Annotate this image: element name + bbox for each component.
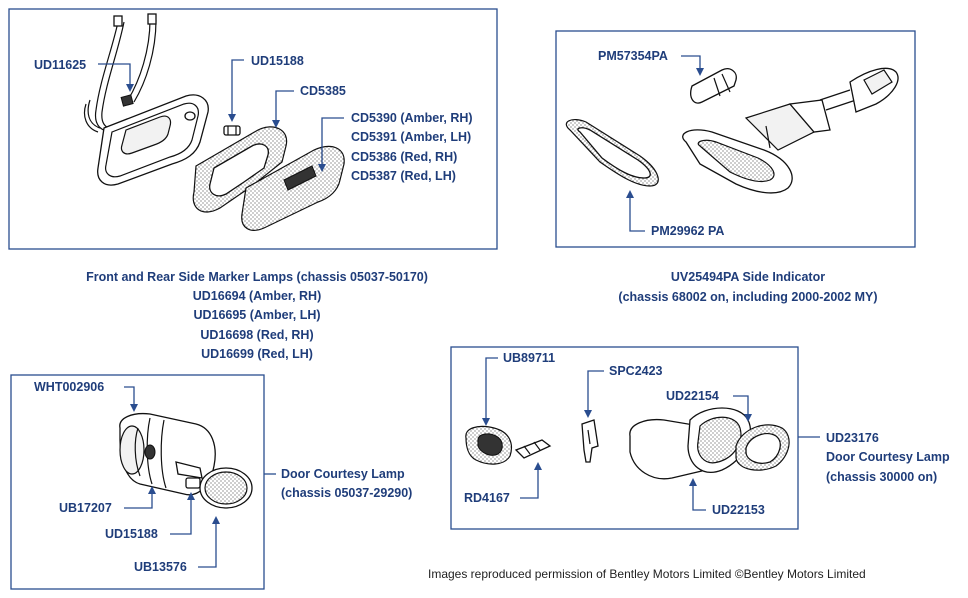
arrowhead-p4	[212, 516, 220, 524]
arrowhead-p2	[148, 486, 156, 494]
leader-p4	[321, 117, 344, 166]
lens-drawing	[241, 145, 345, 231]
label-p1: PM57354PA	[598, 49, 668, 63]
caption-line-4: UD16698 (Red, RH)	[200, 328, 313, 342]
panel-frame	[10, 374, 265, 590]
panel-frame	[8, 8, 498, 250]
label-p4: RD4167	[464, 491, 510, 505]
leader-p1	[124, 386, 135, 406]
gasket-drawing	[192, 126, 288, 213]
leader-p2	[231, 59, 244, 116]
caption-line-3: UD16695 (Amber, LH)	[193, 308, 320, 322]
caption-line-5: UD16699 (Red, LH)	[201, 347, 313, 361]
caption-line-1: UD23176	[826, 431, 879, 445]
arrowhead-p1	[482, 418, 490, 426]
leader-p1	[98, 63, 131, 86]
panel-courtesy-late: UB89711 SPC2423 UD22154 RD4167 UD22153 U…	[450, 346, 950, 530]
arrowhead-p2	[228, 114, 236, 122]
courtesy-lens-drawing	[735, 424, 790, 471]
leader-p1	[681, 55, 701, 70]
bulb-holder-drawing	[581, 419, 599, 463]
seal-drawing	[465, 425, 513, 465]
leader-p4	[520, 468, 539, 499]
label-p1: UB89711	[503, 351, 555, 365]
leader-p4	[198, 522, 217, 568]
lamp-housing-drawing	[97, 94, 209, 186]
festoon-bulb-drawing	[514, 439, 552, 459]
arrowhead-p1	[130, 404, 138, 412]
leader-p2	[587, 370, 604, 412]
leader-p3	[733, 395, 749, 416]
indicator-gasket-drawing	[565, 118, 659, 187]
label-p6: CD5386 (Red, RH)	[351, 150, 457, 164]
panel-side-marker: UD11625 UD15188 CD5385 CD5390 (Amber, RH…	[8, 8, 498, 361]
indicator-body-drawing	[682, 67, 899, 194]
arrowhead-p5	[689, 478, 697, 486]
arrowhead-p1	[696, 68, 704, 76]
label-p5: UD22153	[712, 503, 765, 517]
arrowhead-p4	[318, 164, 326, 172]
indicator-bulb-drawing	[690, 68, 737, 104]
leader-p5	[692, 484, 706, 511]
label-p1: UD11625	[34, 58, 86, 72]
caption-line-1: Door Courtesy Lamp	[281, 467, 405, 481]
caption-line-2: (chassis 68002 on, including 2000-2002 M…	[618, 290, 877, 304]
credit-text: Images reproduced permission of Bentley …	[428, 567, 866, 581]
caption-line-2: UD16694 (Amber, RH)	[193, 289, 322, 303]
label-p7: CD5387 (Red, LH)	[351, 169, 456, 183]
label-p1: WHT002906	[34, 380, 104, 394]
label-p3: UD22154	[666, 389, 719, 403]
caption-line-1: Front and Rear Side Marker Lamps (chassi…	[86, 270, 428, 284]
panel-side-indicator: PM57354PA PM29962 PA UV25494PA Side Indi…	[555, 30, 916, 304]
label-p2: PM29962 PA	[651, 224, 724, 238]
panel-frame	[555, 30, 916, 248]
caption-line-1: UV25494PA Side Indicator	[671, 270, 825, 284]
label-p3: CD5385	[300, 84, 346, 98]
label-p4: UB13576	[134, 560, 187, 574]
courtesy-housing-drawing	[629, 407, 752, 480]
leader-p3	[170, 498, 192, 535]
courtesy-lamp-early-drawing	[119, 412, 253, 509]
leader-p1	[485, 357, 498, 420]
panel-frame	[450, 346, 799, 530]
caption-line-2: (chassis 05037-29290)	[281, 486, 412, 500]
arrowhead-p3	[744, 414, 752, 422]
leader-p3	[275, 90, 294, 122]
label-p2: UB17207	[59, 501, 112, 515]
label-p4: CD5390 (Amber, RH)	[351, 111, 473, 125]
arrowhead-p4	[534, 462, 542, 470]
label-p5: CD5391 (Amber, LH)	[351, 130, 471, 144]
arrowhead-p3	[272, 120, 280, 128]
arrowhead-p3	[187, 492, 195, 500]
arrowhead-p1	[126, 84, 134, 92]
bulb-drawing	[223, 125, 241, 136]
panel-courtesy-early: WHT002906 UB17207 UD15188 UB13576 Door C…	[10, 374, 412, 590]
arrowhead-p2	[626, 190, 634, 198]
leader-p2	[629, 196, 645, 232]
caption-line-3: (chassis 30000 on)	[826, 470, 937, 484]
label-p2: SPC2423	[609, 364, 663, 378]
label-p3: UD15188	[105, 527, 158, 541]
leader-p2	[124, 492, 153, 509]
arrowhead-p2	[584, 410, 592, 418]
label-p2: UD15188	[251, 54, 304, 68]
caption-line-2: Door Courtesy Lamp	[826, 450, 950, 464]
